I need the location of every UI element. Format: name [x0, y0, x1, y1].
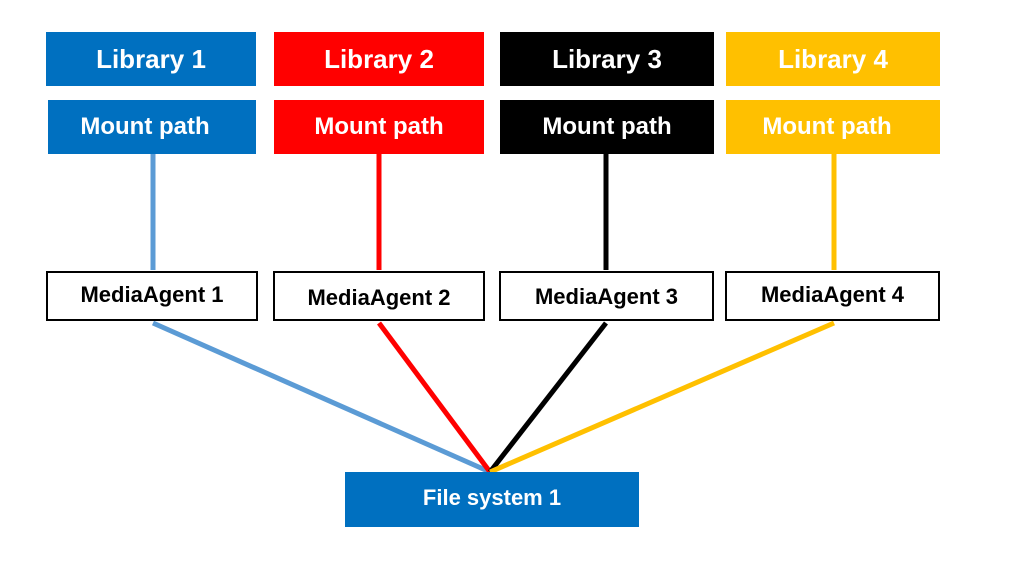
connector-agent-fs-3 — [488, 321, 608, 474]
connector-agent-fs-4 — [489, 320, 835, 475]
media-agent-1: MediaAgent 1 — [46, 271, 258, 321]
media-agent-3: MediaAgent 3 — [499, 271, 714, 321]
library-1: Library 1 — [46, 32, 256, 86]
library-2: Library 2 — [274, 32, 484, 86]
library-3: Library 3 — [500, 32, 714, 86]
library-4: Library 4 — [726, 32, 940, 86]
connector-agent-fs-2 — [376, 321, 493, 474]
mount-path-4: Mount path — [726, 100, 940, 154]
mount-path-3: Mount path — [500, 100, 714, 154]
mount-path-2: Mount path — [274, 100, 484, 154]
mount-path-1: Mount path — [48, 100, 256, 154]
file-system-1: File system 1 — [345, 472, 639, 527]
media-agent-2: MediaAgent 2 — [273, 271, 485, 321]
connector-agent-fs-1 — [151, 320, 492, 475]
media-agent-4: MediaAgent 4 — [725, 271, 940, 321]
